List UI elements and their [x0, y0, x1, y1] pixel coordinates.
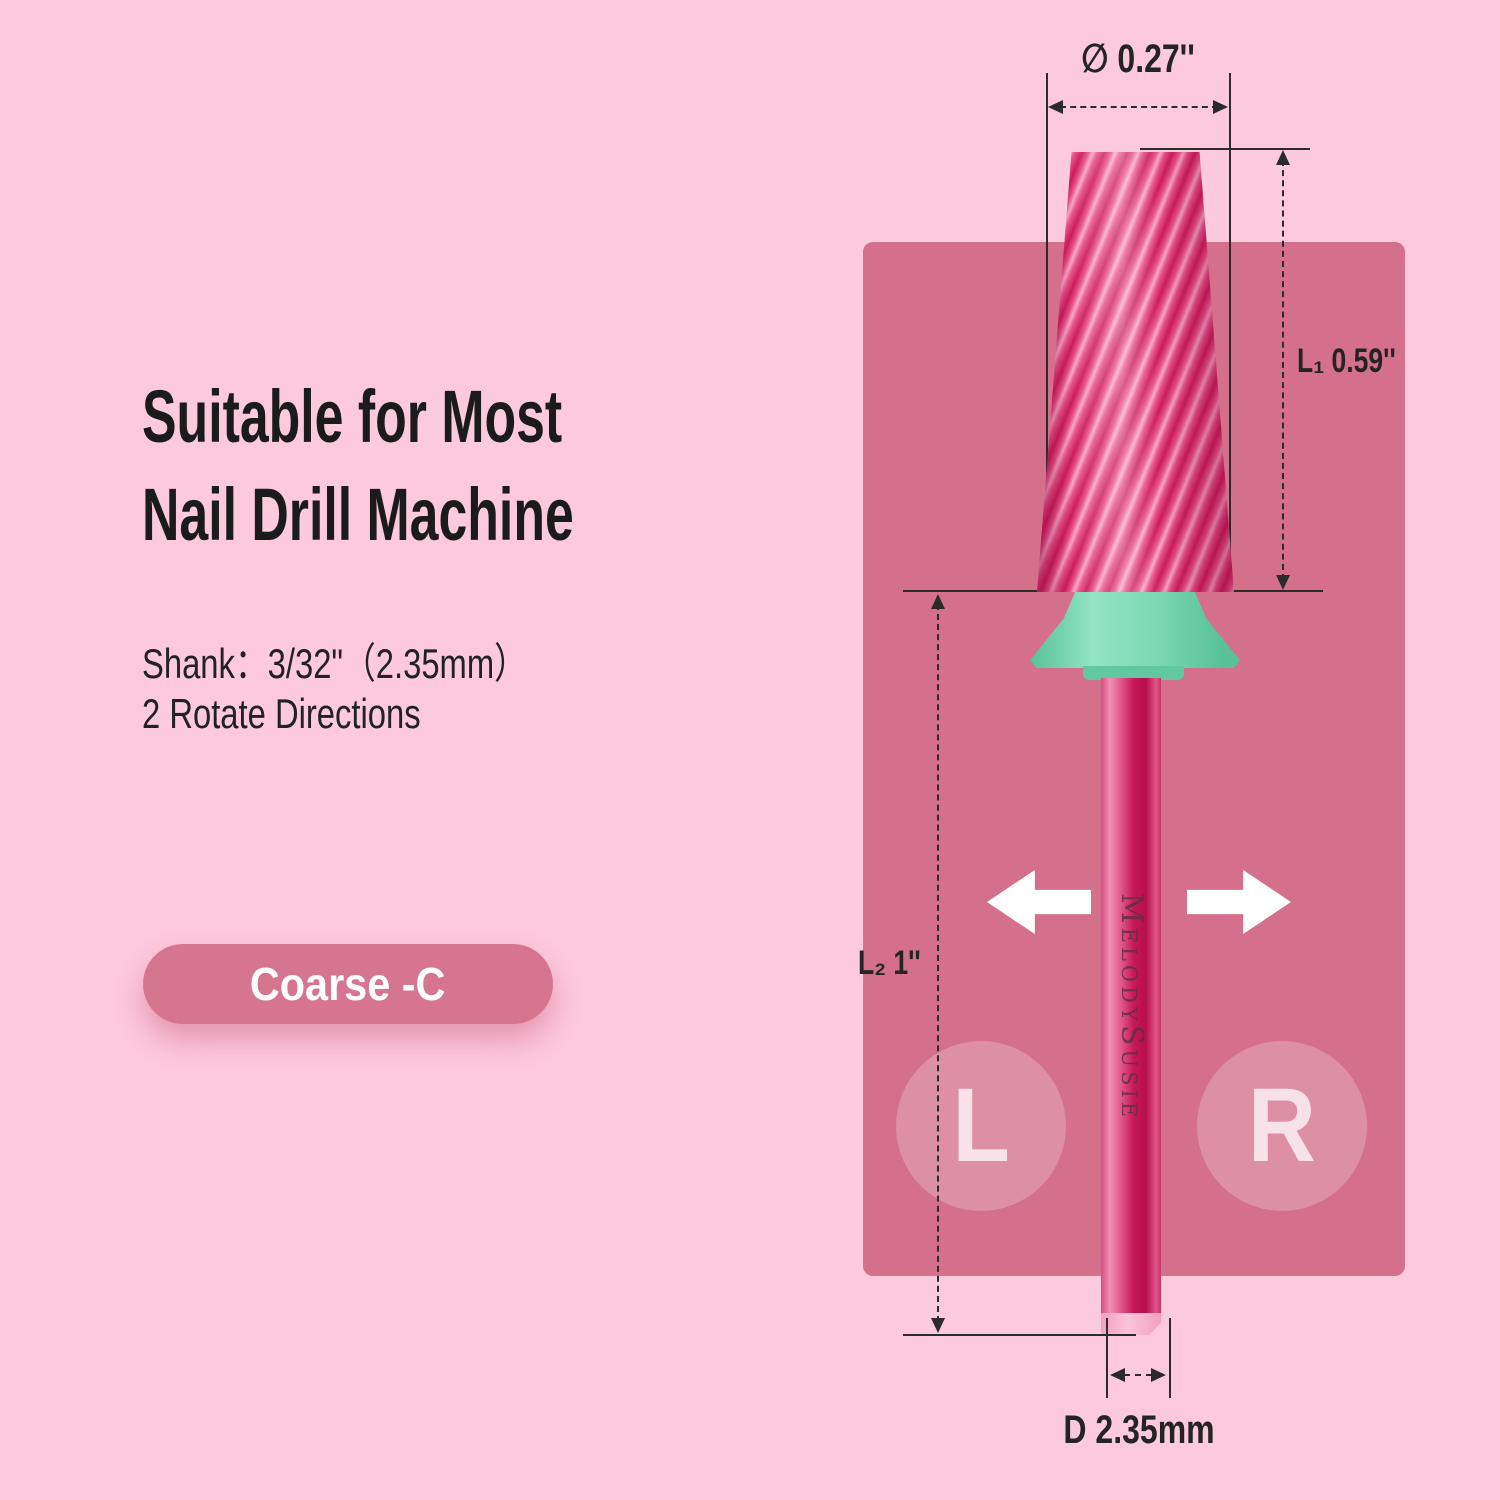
diameter-dim-label: ∅ 0.27'': [1081, 37, 1195, 81]
diameter-extension-line-left: [1046, 73, 1048, 585]
shank-bottom-tick-line: [903, 1334, 1136, 1336]
d-extension-line-right: [1169, 1318, 1171, 1398]
direction-right-circle: R: [1197, 1041, 1367, 1211]
diameter-dim-dashed-line: [1060, 106, 1218, 108]
d-dim-arrowhead-left: [1110, 1368, 1125, 1382]
l1-dim-arrowhead-bottom: [1276, 575, 1290, 590]
spec-shank-size: Shank：3/32"（2.35mm）: [142, 640, 527, 687]
l2-dim-label: L₂ 1'': [858, 944, 921, 982]
direction-right-letter: R: [1247, 1067, 1317, 1184]
spec-rotate-directions: 2 Rotate Directions: [142, 690, 421, 737]
d-dim-label: D 2.35mm: [1063, 1408, 1215, 1452]
brand-label: MelodySusie: [1114, 892, 1149, 1122]
l1-dim-label: L₁ 0.59'': [1297, 342, 1396, 380]
page-title-line2: Nail Drill Machine: [142, 473, 574, 556]
drill-bit-collar-step: [1083, 666, 1184, 680]
diameter-dim-arrowhead-left: [1048, 100, 1063, 114]
drill-bit-shank: [1101, 678, 1161, 1313]
l1-top-tick-line: [1140, 148, 1310, 150]
grit-badge: Coarse -C: [143, 944, 553, 1024]
page-title-line1: Suitable for Most: [142, 375, 563, 458]
l1-dim-dashed-line: [1282, 160, 1284, 580]
direction-left-circle: L: [896, 1041, 1066, 1211]
d-dim-dashed-line: [1124, 1374, 1152, 1376]
l1-dim-arrowhead-top: [1276, 150, 1290, 165]
diameter-extension-line-right: [1229, 73, 1231, 585]
diameter-dim-arrowhead-right: [1213, 100, 1228, 114]
l2-dim-dashed-line: [937, 604, 939, 1322]
drill-bit-head: [1037, 152, 1234, 592]
l2-dim-arrowhead-bottom: [931, 1318, 945, 1333]
l2-dim-arrowhead-top: [931, 594, 945, 609]
drill-bit-shank-tip: [1101, 1313, 1161, 1335]
direction-left-letter: L: [952, 1067, 1010, 1184]
d-extension-line-left: [1106, 1318, 1108, 1398]
grit-badge-label: Coarse -C: [250, 958, 446, 1010]
page-title: Suitable for Most Nail Drill Machine: [142, 368, 744, 564]
d-dim-arrowhead-right: [1151, 1368, 1166, 1382]
